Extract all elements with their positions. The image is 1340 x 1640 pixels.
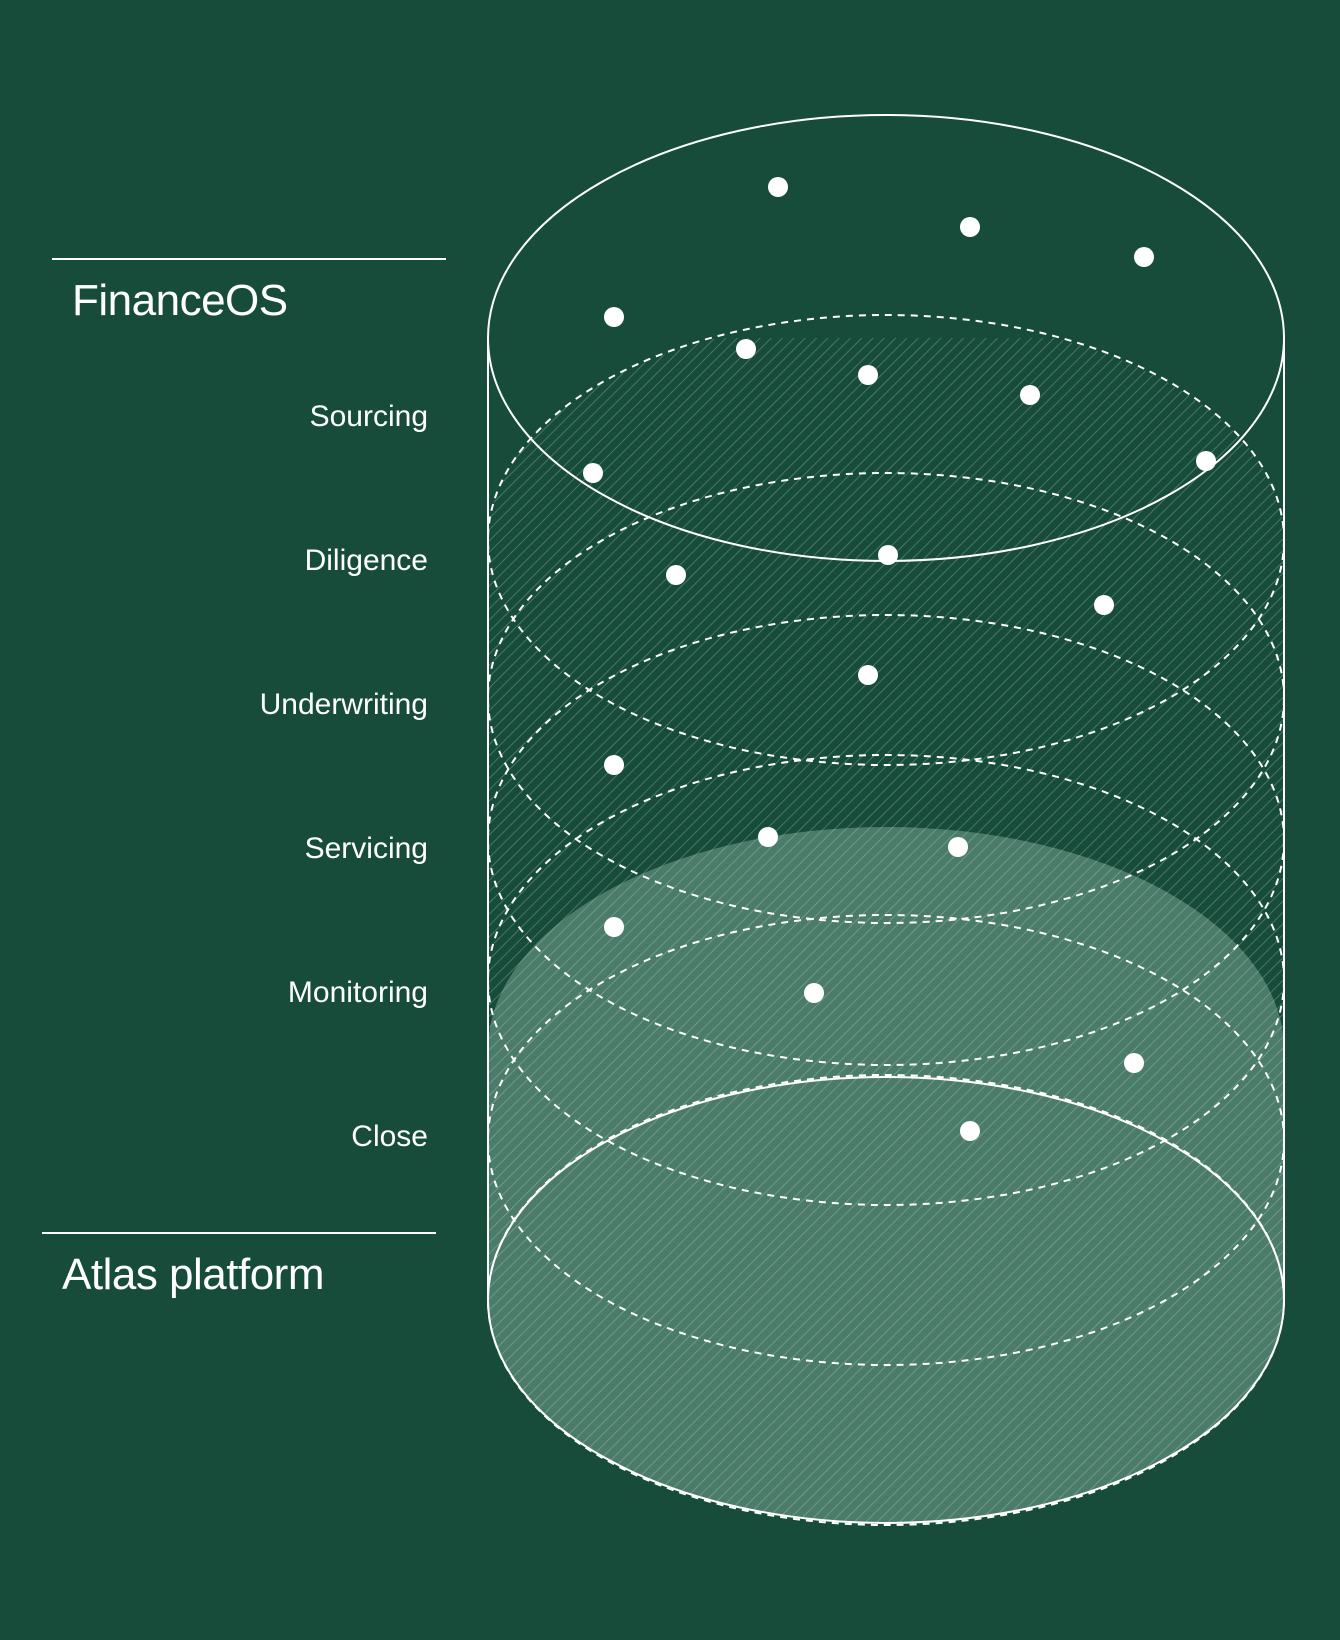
data-point <box>768 177 788 197</box>
data-point <box>758 827 778 847</box>
data-point <box>858 665 878 685</box>
data-point <box>604 755 624 775</box>
cylinder-bottom-ellipse <box>487 1076 1285 1524</box>
data-point <box>878 545 898 565</box>
data-points <box>583 177 1216 1141</box>
data-point <box>1196 451 1216 471</box>
data-point <box>604 917 624 937</box>
data-point <box>960 1121 980 1141</box>
data-point <box>858 365 878 385</box>
hatched-layer-region <box>488 338 1284 1523</box>
stage-label-diligence: Diligence <box>304 544 428 577</box>
top-title: FinanceOS <box>72 276 288 325</box>
stage-label-monitoring: Monitoring <box>287 976 428 1009</box>
bottom-title: Atlas platform <box>62 1250 324 1299</box>
data-point <box>948 837 968 857</box>
data-point <box>1094 595 1114 615</box>
data-point <box>604 307 624 327</box>
bottom-divider <box>42 1232 436 1234</box>
top-divider <box>52 258 446 260</box>
stage-label-underwriting: Underwriting <box>259 688 428 721</box>
data-point <box>583 463 603 483</box>
data-point <box>1020 385 1040 405</box>
data-point <box>666 565 686 585</box>
data-point <box>1134 247 1154 267</box>
data-point <box>1124 1053 1144 1073</box>
data-point <box>960 217 980 237</box>
data-point <box>736 339 756 359</box>
data-point <box>804 983 824 1003</box>
stage-label-servicing: Servicing <box>304 832 428 865</box>
stage-label-close: Close <box>351 1120 428 1153</box>
stage-label-sourcing: Sourcing <box>309 400 428 433</box>
